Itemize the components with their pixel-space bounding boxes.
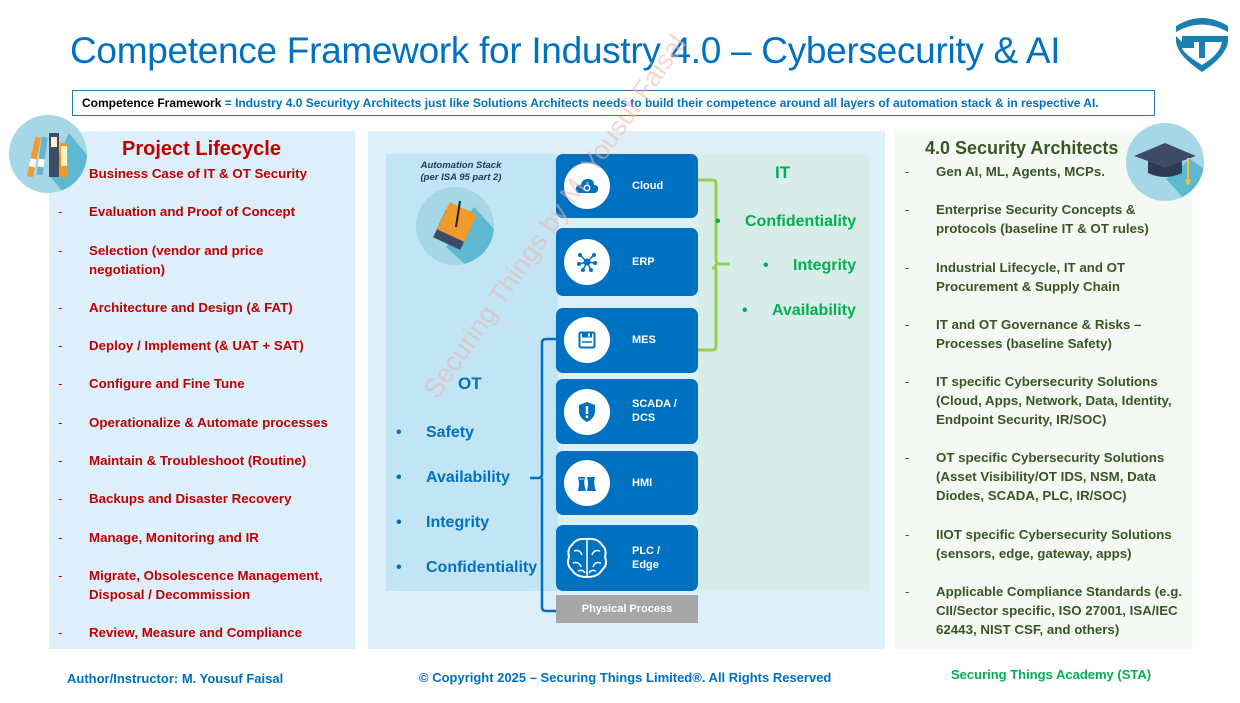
ot-title: OT <box>458 374 482 393</box>
it-item: •Confidentiality <box>715 213 857 230</box>
layer-scada-dcs: SCADA / DCS <box>556 379 698 444</box>
list-item: -Enterprise Security Concepts & protocol… <box>905 202 1149 237</box>
it-item: •Availability <box>742 302 856 319</box>
floppy-disk-icon <box>564 317 610 363</box>
list-item: -Industrial Lifecycle, IT and OT Procure… <box>905 259 1126 294</box>
framework-definition: Competence Framework = Industry 4.0 Secu… <box>72 90 1155 116</box>
academy-name: Securing Things Academy (STA) <box>951 667 1152 682</box>
layer-label: SCADA / DCS <box>632 398 677 424</box>
notebook-pen-icon <box>416 187 494 265</box>
list-item: -IT and OT Governance & Risks – Processe… <box>905 316 1142 351</box>
ot-bracket <box>530 337 556 613</box>
project-lifecycle-panel <box>49 131 355 649</box>
list-item: -Configure and Fine Tune <box>58 376 245 392</box>
it-title: IT <box>775 163 791 182</box>
page-title: Competence Framework for Industry 4.0 – … <box>70 30 1061 71</box>
physical-process: Physical Process <box>556 595 698 623</box>
brain-icon <box>564 535 610 581</box>
layer-mes: MES <box>556 308 698 373</box>
books-icon <box>9 115 87 193</box>
definition-key: Competence Framework <box>82 96 222 110</box>
layer-label: PLC / Edge <box>632 545 661 571</box>
list-item: -Migrate, Obsolescence Management, Dispo… <box>58 567 323 602</box>
network-hub-icon <box>564 239 610 285</box>
layer-plc-edge: PLC / Edge <box>556 525 698 591</box>
list-item: -Operationalize & Automate processes <box>58 414 328 430</box>
list-item: -Selection (vendor and price negotiation… <box>58 242 264 277</box>
list-item: -Backups and Disaster Recovery <box>58 491 292 507</box>
layer-label: HMI <box>632 477 653 489</box>
project-lifecycle-list: Business Case of IT & OT Security -Evalu… <box>58 164 350 662</box>
it-item: •Integrity <box>763 257 857 274</box>
it-area <box>698 154 869 591</box>
list-item: -IT specific Cybersecurity Solutions (Cl… <box>905 374 1172 428</box>
security-architects-list: -Gen AI, ML, Agents, MCPs. -Enterprise S… <box>905 162 1195 658</box>
ot-item: •Integrity <box>396 514 490 531</box>
list-item: -Applicable Compliance Standards (e.g. C… <box>905 584 1183 638</box>
list-item: -IIOT specific Cybersecurity Solutions (… <box>905 526 1172 561</box>
layer-erp: ERP <box>556 228 698 296</box>
cloud-globe-icon <box>564 163 610 209</box>
securing-things-logo-icon <box>1176 18 1228 72</box>
ot-item: •Confidentiality <box>396 559 538 576</box>
list-item: -Architecture and Design (& FAT) <box>58 299 293 315</box>
it-bracket <box>698 178 730 352</box>
security-architects-panel <box>895 131 1192 649</box>
list-item: -Review, Measure and Compliance <box>58 625 303 641</box>
layer-label: Cloud <box>632 180 664 192</box>
factory-cooling-tower-icon <box>564 460 610 506</box>
layer-cloud: Cloud <box>556 154 698 218</box>
ot-item: •Safety <box>396 424 475 441</box>
layer-hmi: HMI <box>556 451 698 515</box>
project-lifecycle-title: Project Lifecycle <box>122 138 281 160</box>
definition-value: = Industry 4.0 Securityy Architects just… <box>221 96 1099 110</box>
ot-item: •Availability <box>396 469 510 486</box>
security-architects-title: 4.0 Security Architects <box>925 138 1119 158</box>
author-credit: Author/Instructor: M. Yousuf Faisal <box>67 671 284 686</box>
copyright: © Copyright 2025 – Securing Things Limit… <box>419 670 832 685</box>
layer-label: MES <box>632 334 656 346</box>
shield-alert-icon <box>564 389 610 435</box>
automation-stack-label: Automation Stack (per ISA 95 part 2) <box>420 160 502 183</box>
list-item: -Evaluation and Proof of Concept <box>58 204 296 220</box>
list-item: Business Case of IT & OT Security <box>89 166 307 181</box>
list-item: -OT specific Cybersecurity Solutions (As… <box>905 450 1165 504</box>
layer-label: ERP <box>632 256 655 268</box>
list-item: -Gen AI, ML, Agents, MCPs. <box>905 164 1105 179</box>
list-item: -Maintain & Troubleshoot (Routine) <box>58 453 307 469</box>
list-item: -Manage, Monitoring and IR <box>58 529 259 545</box>
list-item: -Deploy / Implement (& UAT + SAT) <box>58 338 304 354</box>
